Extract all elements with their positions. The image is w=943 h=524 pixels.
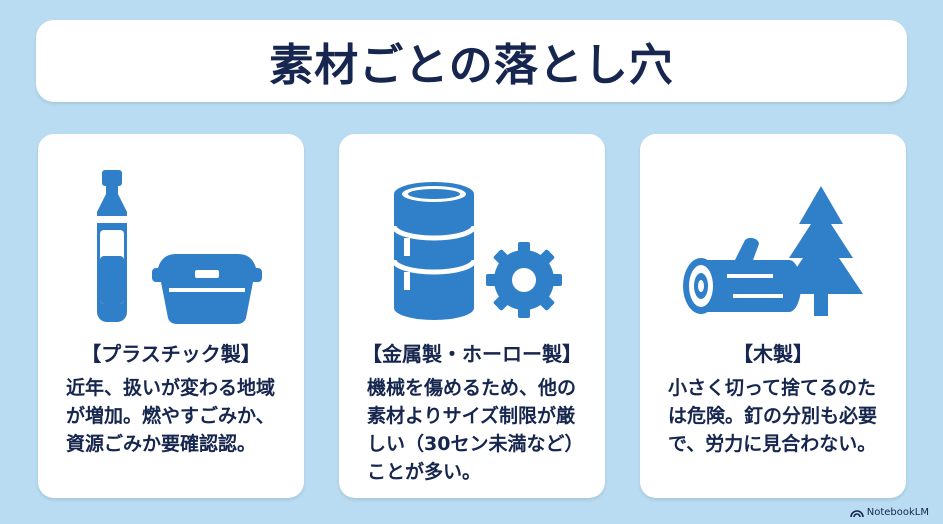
gear-icon: [486, 242, 562, 318]
card-plastic-heading: 【プラスチック製】: [81, 342, 261, 366]
card-metal-heading: 【金属製・ホーロー製】: [362, 342, 582, 366]
notebooklm-logo-icon: [849, 509, 864, 517]
card-wood-heading: 【木製】: [733, 342, 813, 366]
plastic-bottle-icon: [97, 170, 127, 322]
title-banner: 素材ごとの落とし穴: [36, 20, 907, 102]
page-title: 素材ごとの落とし穴: [269, 40, 674, 91]
card-metal-body: 機械を傷めるため、他の素材よりサイズ制限が厳しい（30セン未満など）ことが多い。: [367, 377, 577, 483]
card-plastic-icons: [38, 156, 304, 336]
watermark-text: NotebookLM: [866, 507, 929, 518]
card-wood: 【木製】 小さく切って捨てるのたは危険。釘の分別も必要で、労力に見合わない。: [640, 134, 906, 498]
card-wood-body: 小さく切って捨てるのたは危険。釘の分別も必要で、労力に見合わない。: [668, 377, 878, 455]
card-metal: 【金属製・ホーロー製】 機械を傷めるため、他の素材よりサイズ制限が厳しい（30セ…: [339, 134, 605, 498]
tree-icon: [779, 186, 863, 316]
metal-can-icon: [391, 182, 477, 320]
wood-log-icon: [683, 237, 801, 314]
card-plastic: 【プラスチック製】 近年、扱いが変わる地域が増加。燃やすごみか、資源ごみか要確認…: [38, 134, 304, 498]
food-container-icon: [152, 254, 262, 324]
notebooklm-watermark: NotebookLM: [849, 507, 929, 518]
card-wood-icons: [640, 156, 906, 336]
card-metal-icons: [339, 156, 605, 336]
card-plastic-body: 近年、扱いが変わる地域が増加。燃やすごみか、資源ごみか要確認認。: [66, 377, 276, 455]
